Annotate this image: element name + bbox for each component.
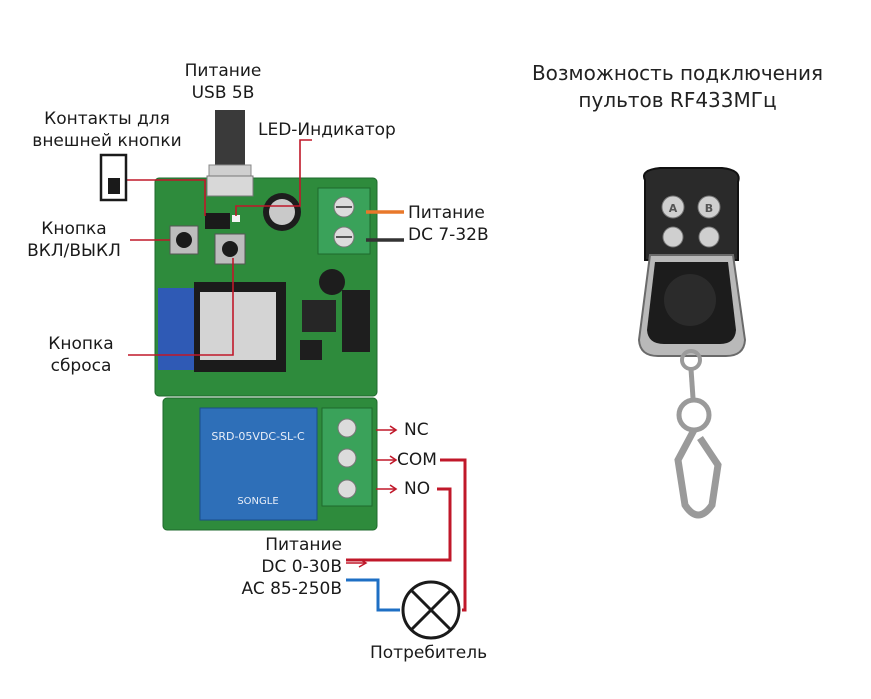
remote-control: A B (637, 167, 747, 519)
reset-button-cap (222, 241, 238, 257)
load-power-label-line3: AC 85-250В (241, 579, 342, 599)
dc-power-label-line2: DC 7-32В (408, 225, 489, 245)
external-contacts-header (205, 213, 230, 229)
relay-arrows (376, 425, 398, 494)
dc-power-label: Питание DC 7-32В (408, 202, 489, 246)
remote-title-line1: Возможность подключения (531, 61, 824, 85)
relay-brand-text: SONGLE (237, 496, 278, 507)
remote-button-b-label: B (705, 202, 713, 215)
relay-body (199, 407, 318, 521)
remote-title-line2: пультов RF433МГц (578, 88, 777, 112)
external-contacts-label-line2: внешней кнопки (32, 131, 182, 151)
consumer-label: Потребитель (370, 643, 488, 663)
led-indicator (232, 215, 240, 222)
remote-button-a-label: A (669, 202, 678, 215)
onoff-button-cap (176, 232, 192, 248)
load-circuit (346, 458, 467, 640)
usb-power-label-line1: Питание (184, 61, 262, 81)
load-power-label: Питание DC 0-30В AC 85-250В (238, 534, 342, 600)
reset-button-label: Кнопка сброса (40, 333, 122, 377)
remote-title: Возможность подключения пультов RF433МГц (500, 60, 855, 114)
upper-pcb (154, 175, 378, 397)
com-terminal-label: COM (397, 450, 437, 470)
no-terminal-label: NO (404, 479, 431, 499)
external-contacts-label: Контакты для внешней кнопки (22, 108, 192, 152)
onoff-button-label: Кнопка ВКЛ/ВЫКЛ (18, 218, 130, 262)
reset-button-label-line1: Кнопка (48, 334, 114, 354)
usb-cable (208, 110, 252, 180)
dc-power-label-line1: Питание (408, 203, 485, 223)
relay-model-text: SRD-05VDC-SL-C (211, 430, 305, 443)
external-contacts-label-line1: Контакты для (44, 109, 170, 129)
nc-terminal-label: NC (404, 420, 429, 440)
usb-power-label: Питание USB 5В (178, 60, 268, 104)
led-indicator-label: LED-Индикатор (258, 120, 396, 140)
usb-power-label-line2: USB 5В (191, 83, 255, 103)
load-power-label-line2: DC 0-30В (261, 557, 342, 577)
load-power-label-line1: Питание (265, 535, 342, 555)
leader-lines (123, 139, 312, 356)
onoff-button-label-line1: Кнопка (41, 219, 107, 239)
reset-button-label-line2: сброса (50, 356, 112, 376)
toggle-switch-icon (99, 153, 128, 202)
lower-pcb: SRD-05VDC-SL-C SONGLE (162, 397, 378, 531)
onoff-button-label-line2: ВКЛ/ВЫКЛ (27, 241, 121, 261)
power-wires (366, 210, 404, 242)
